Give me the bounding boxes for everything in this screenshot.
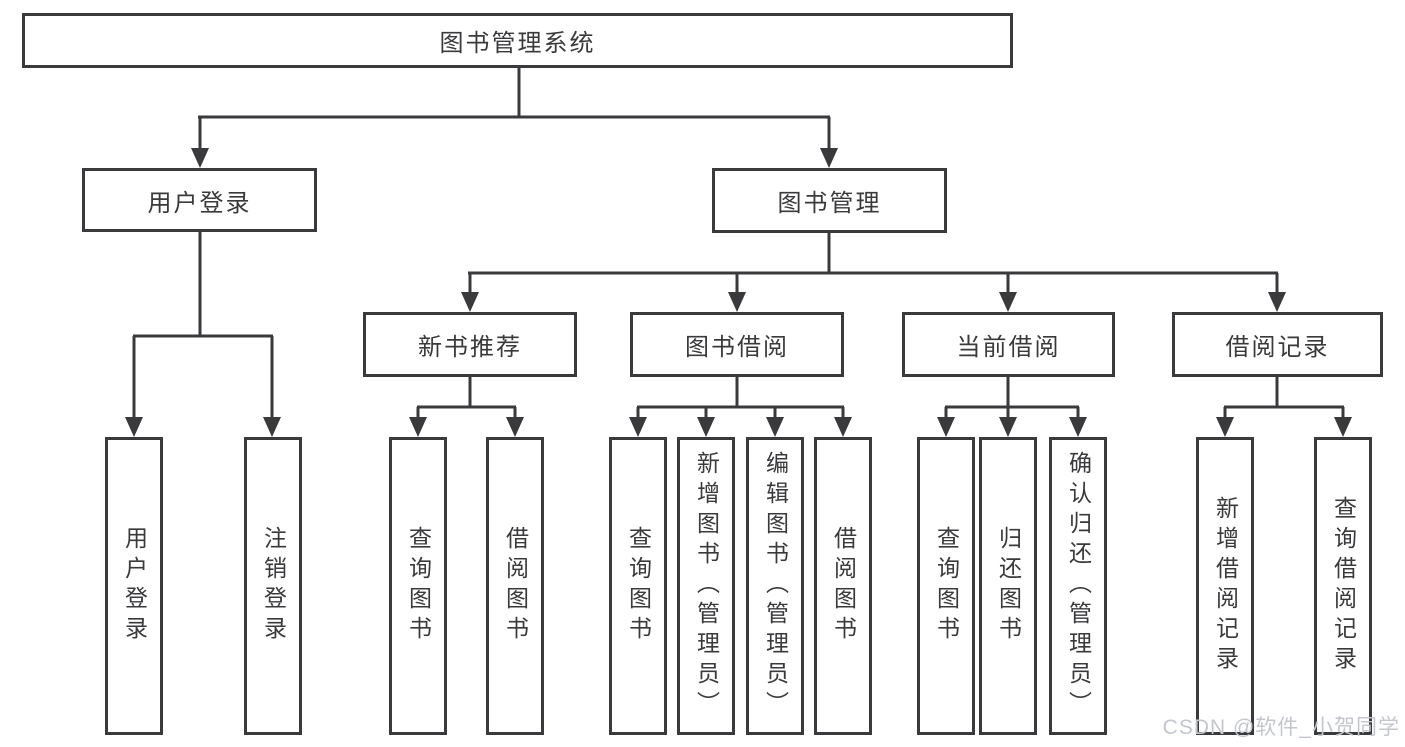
leaf-label: 编辑图书（管理员） — [762, 451, 789, 721]
leaf-query-book: 查询图书 — [917, 437, 975, 735]
node-label: 图书管理系统 — [439, 30, 596, 57]
node-user-login: 用户登录 — [82, 168, 317, 232]
leaf-query-book: 查询图书 — [609, 437, 667, 735]
leaf-borrow-book: 借阅图书 — [486, 437, 544, 735]
node-label: 图书管理 — [777, 190, 882, 217]
leaf-label: 查询图书 — [405, 526, 432, 646]
leaf-query-borrow-record: 查询借阅记录 — [1314, 437, 1372, 735]
leaf-confirm-return-admin: 确认归还（管理员） — [1049, 437, 1107, 735]
leaf-query-book: 查询图书 — [389, 437, 447, 735]
leaf-add-book-admin: 新增图书（管理员） — [677, 437, 735, 735]
leaf-user-login: 用户登录 — [105, 437, 163, 735]
leaf-label: 查询图书 — [933, 526, 960, 646]
node-label: 新书推荐 — [418, 334, 522, 361]
leaf-label: 注销登录 — [260, 526, 287, 646]
leaf-label: 借阅图书 — [830, 526, 857, 646]
leaf-label: 查询借阅记录 — [1330, 496, 1357, 676]
node-new-book-recommend: 新书推荐 — [363, 312, 577, 377]
node-book-management: 图书管理 — [712, 168, 947, 233]
leaf-label: 确认归还（管理员） — [1065, 451, 1092, 721]
node-label: 图书借阅 — [685, 334, 789, 361]
leaf-add-borrow-record: 新增借阅记录 — [1196, 437, 1254, 735]
csdn-watermark: CSDN @软件_小贺同学 — [1162, 716, 1400, 739]
node-book-borrow: 图书借阅 — [630, 312, 844, 377]
leaf-edit-book-admin: 编辑图书（管理员） — [746, 437, 804, 735]
node-label: 借阅记录 — [1225, 334, 1330, 361]
arrowhead-icons — [125, 148, 1352, 437]
leaf-return-book: 归还图书 — [979, 437, 1037, 735]
leaf-logout-login: 注销登录 — [244, 437, 302, 735]
leaf-label: 归还图书 — [995, 526, 1022, 646]
leaf-label: 新增借阅记录 — [1212, 496, 1239, 676]
node-borrow-records: 借阅记录 — [1172, 312, 1383, 377]
node-label: 当前借阅 — [956, 334, 1061, 361]
leaf-label: 借阅图书 — [502, 526, 529, 646]
leaf-label: 新增图书（管理员） — [693, 451, 720, 721]
node-library-management-system: 图书管理系统 — [22, 13, 1013, 68]
leaf-label: 查询图书 — [625, 526, 652, 646]
node-current-borrow: 当前借阅 — [902, 312, 1115, 377]
leaf-borrow-book: 借阅图书 — [814, 437, 872, 735]
leaf-label: 用户登录 — [121, 526, 148, 646]
node-label: 用户登录 — [147, 189, 252, 217]
